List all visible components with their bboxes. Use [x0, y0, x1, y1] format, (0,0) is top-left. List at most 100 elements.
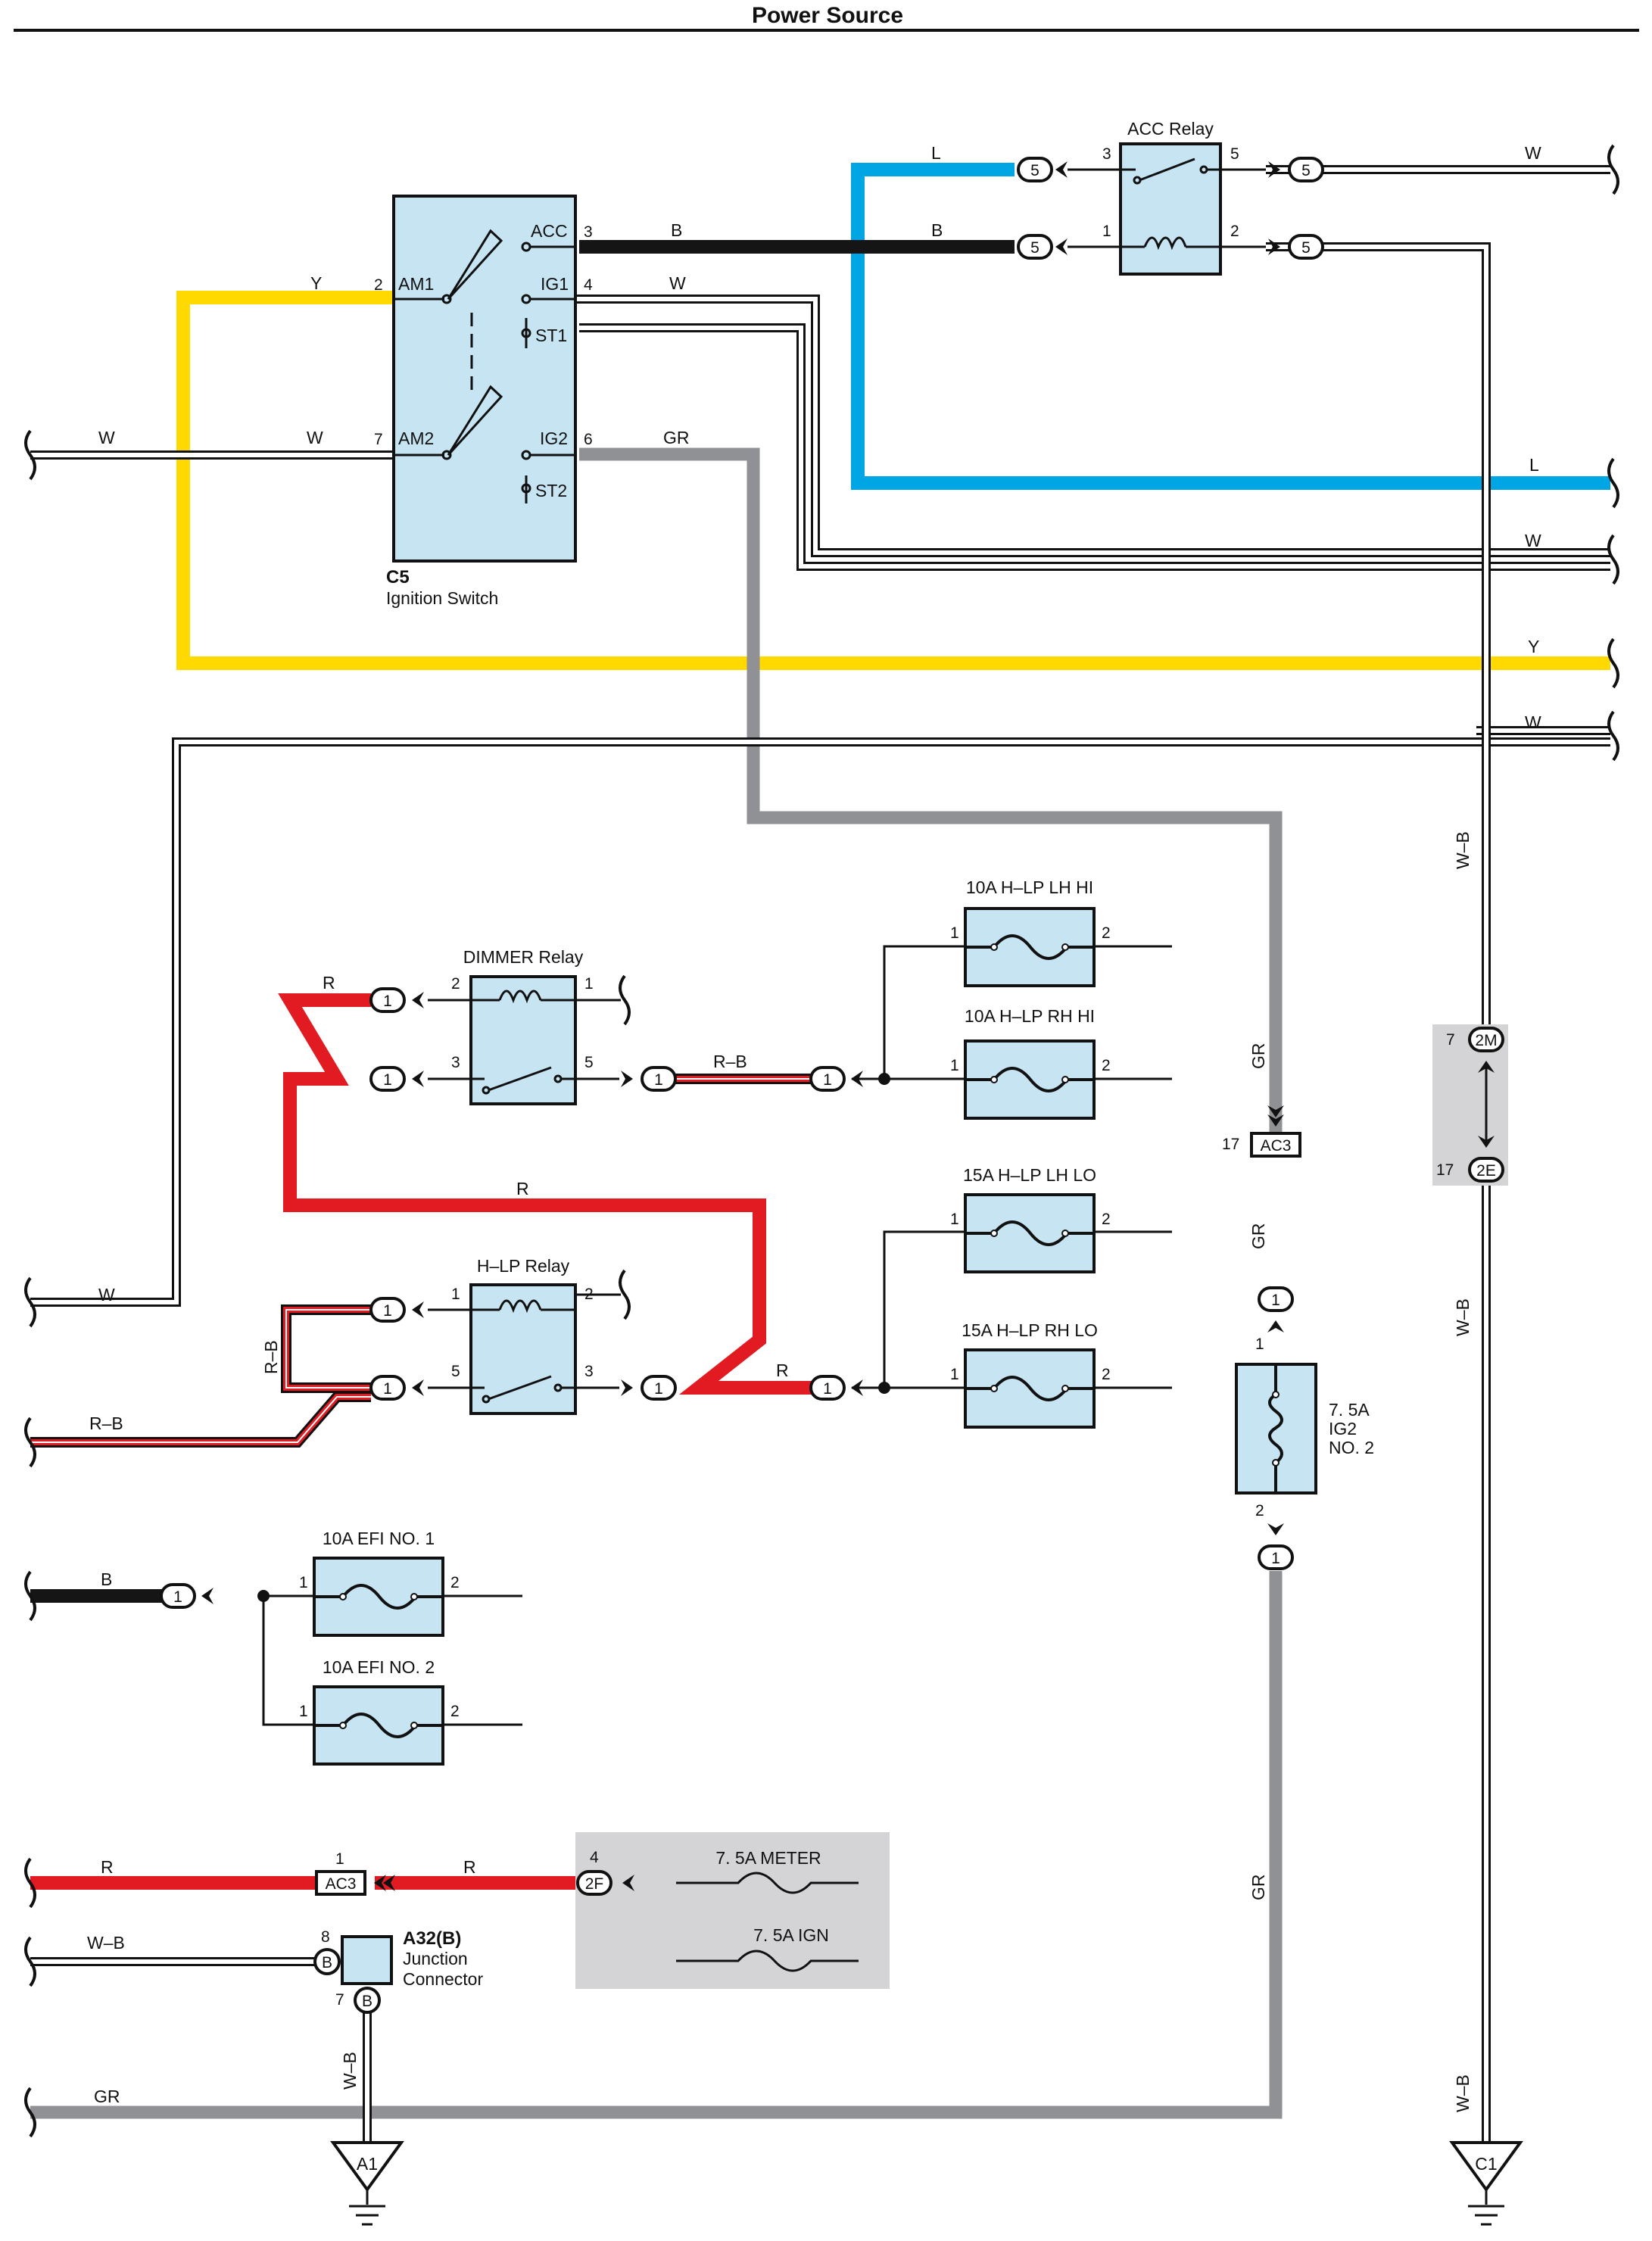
fuse-element — [314, 1584, 443, 1610]
wire-label-gr-vert: GR — [1248, 1223, 1268, 1250]
terminal-st2-label: ST2 — [535, 481, 567, 500]
terminal-ig2-label: IG2 — [540, 429, 568, 448]
wire-label-gr: GR — [94, 2087, 120, 2106]
fuse-pin1: 1 — [950, 1057, 959, 1074]
connector-body — [1468, 1157, 1504, 1183]
hlp-relay-pin2: 2 — [584, 1286, 594, 1303]
connector-body — [369, 1066, 406, 1092]
wire-label-y: Y — [1528, 637, 1539, 656]
connector-1-fuse-lo: 1 — [809, 1375, 846, 1401]
fuse-pin2: 2 — [450, 1574, 460, 1591]
fuse-dot — [339, 1593, 347, 1600]
fuse-dot — [990, 1385, 998, 1392]
connector-1-hlp-1: 1 — [369, 1297, 406, 1323]
wire-label-y: Y — [310, 273, 322, 293]
connector-1-dimmer-3: 1 — [369, 1066, 406, 1092]
fuse-ig2-no2: 7. 5A IG2 NO. 2 1 2 — [1235, 1336, 1374, 1519]
connector-arrow — [851, 1379, 863, 1396]
connector-body — [369, 1297, 406, 1323]
connector-label: 1 — [823, 1071, 832, 1089]
fuse-ig2-label-2: IG2 — [1329, 1419, 1357, 1438]
connector-label: 1 — [654, 1380, 663, 1398]
connector-label: 1 — [383, 1071, 392, 1089]
connector-arrow — [1268, 238, 1280, 255]
connector-arrow — [1267, 1114, 1284, 1127]
fuse-element — [676, 1872, 859, 1894]
terminal-st1-label: ST1 — [535, 326, 567, 345]
connector-arrow — [412, 992, 424, 1008]
wire-break-left-icon — [24, 1276, 36, 1328]
fuse-dot — [1272, 1459, 1280, 1466]
connector-ac3-pin: 17 — [1222, 1136, 1239, 1153]
connector-body — [315, 1870, 366, 1896]
fuse-dot — [990, 1076, 998, 1083]
wire-label-r: R — [463, 1857, 476, 1877]
connector-label: 5 — [1030, 162, 1040, 179]
relay-coil — [498, 990, 542, 1004]
connector-arrow — [1267, 1320, 1284, 1332]
fuse-label: 15A H–LP LH LO — [963, 1165, 1096, 1185]
junction-connector: A32(B) Junction Connector — [341, 1928, 483, 1989]
fuse-label: 15A H–LP RH LO — [962, 1320, 1098, 1340]
fuse-label: 10A EFI NO. 1 — [323, 1529, 435, 1548]
fuse-ig2-pin2: 2 — [1255, 1502, 1264, 1519]
wire-l — [851, 163, 1610, 490]
ground-triangle — [1449, 2141, 1523, 2193]
wire-label-gr: GR — [663, 428, 690, 447]
wire-w-ig1 — [575, 297, 1610, 555]
connector-ac3-left: AC3 — [315, 1870, 366, 1896]
connector-label: B — [322, 1954, 332, 1971]
wire-rb-hlp — [283, 1307, 371, 1391]
hlp-relay-pin1: 1 — [451, 1286, 460, 1303]
wire-label-w: W — [669, 273, 686, 293]
wire-w-ig1-b-outline — [579, 323, 1610, 571]
fuse-dot — [1061, 1230, 1069, 1237]
fuse-pin2: 2 — [1102, 1366, 1111, 1383]
switch-blade — [447, 229, 503, 301]
wire-label-wb-vert: W–B — [1453, 1298, 1473, 1336]
pin-am2: 7 — [374, 431, 383, 448]
relay-blade — [1139, 157, 1195, 182]
connector-label: AC3 — [1261, 1137, 1292, 1155]
wire-break-dimmer-icon — [619, 974, 631, 1026]
connector-arrow — [1267, 1105, 1284, 1117]
acc-relay-pin5: 5 — [1230, 145, 1239, 163]
wire-break-left-icon — [24, 2087, 36, 2138]
connector-body — [1017, 234, 1053, 260]
connector-label: 1 — [383, 1302, 392, 1320]
hlp-relay-pin3: 3 — [584, 1363, 594, 1380]
wire-wb-acc2-outline — [1266, 242, 1491, 1037]
connector-1-fuse-hi: 1 — [809, 1066, 846, 1092]
fuse-bus-lo — [883, 1230, 965, 1389]
connector-label: 2M — [1475, 1032, 1497, 1049]
acc-relay-pin1: 1 — [1102, 223, 1111, 240]
fuse-element — [1268, 1364, 1283, 1493]
fuse-label: 10A EFI NO. 2 — [323, 1657, 435, 1677]
connector-body — [1258, 1544, 1294, 1570]
junction-connector-name2: Connector — [403, 1969, 483, 1989]
connector-body — [809, 1066, 846, 1092]
relay-coil — [498, 1299, 542, 1314]
wire-label-gr-vert: GR — [1248, 1043, 1268, 1070]
switch-contacts — [394, 229, 575, 503]
ignition-switch-name: Ignition Switch — [386, 588, 498, 608]
connector-label: 2E — [1476, 1162, 1496, 1180]
wire-label-r: R — [516, 1179, 529, 1198]
connector-arrow — [412, 1071, 424, 1087]
fuse-ig2-label-1: 7. 5A — [1329, 1400, 1370, 1420]
wire-label-w: W — [1525, 143, 1541, 163]
connector-label: B — [362, 1993, 372, 2010]
dimmer-relay-pin5: 5 — [584, 1054, 594, 1071]
fuse-dot — [339, 1722, 347, 1729]
efi-bus — [262, 1594, 314, 1726]
wire-rb-hlp-core — [285, 1309, 371, 1389]
connector-body — [641, 1066, 677, 1092]
page-title: Power Source — [752, 3, 903, 28]
hlp-relay-name: H–LP Relay — [477, 1256, 570, 1276]
connector-body — [369, 1375, 406, 1401]
terminal-ig1-label: IG1 — [541, 274, 569, 294]
pin-am1: 2 — [374, 276, 383, 294]
acc-relay-pin3: 3 — [1102, 145, 1111, 163]
